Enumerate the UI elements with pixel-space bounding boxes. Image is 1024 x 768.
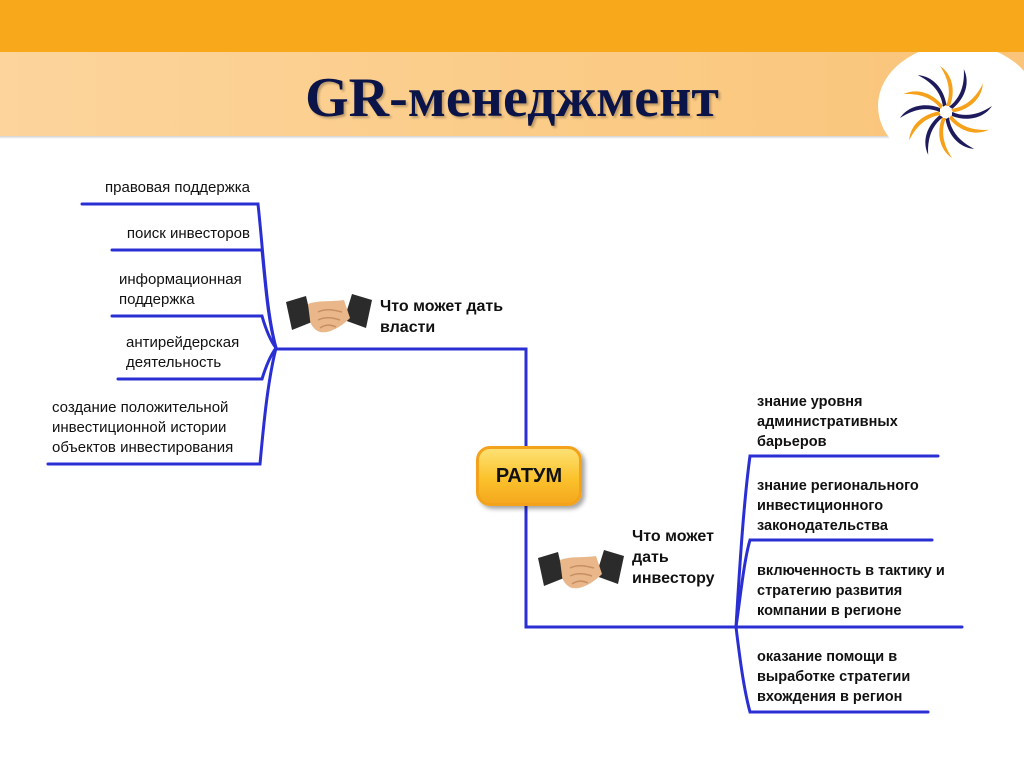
connector-leaf-2 — [110, 248, 278, 350]
leaf-text-line: объектов инвестирования — [52, 439, 234, 456]
branch-label-line: дать — [632, 549, 669, 566]
leaf-text-line: инвестиционного — [757, 498, 884, 514]
leaf-text-line: вхождения в регион — [757, 689, 903, 705]
leaf-text-line: деятельность — [126, 354, 222, 371]
connector-branch-right — [524, 504, 738, 629]
handshake-icon — [286, 294, 372, 333]
sun-spiral-logo-icon — [878, 52, 1024, 166]
connector-branch-left — [274, 347, 528, 448]
branch-label-line: Что может дать — [380, 298, 504, 315]
leaf-text-line: создание положительной — [52, 399, 229, 416]
leaf-text-line: оказание помощи в — [757, 649, 898, 665]
page-title: GR-менеджмент — [305, 67, 719, 129]
leaf-investment-history: создание положительной инвестиционной ис… — [52, 398, 262, 458]
leaf-entry-strategy: оказание помощи в выработке стратегии вх… — [757, 647, 957, 707]
leaf-text-line: информационная — [119, 271, 242, 288]
leaf-text-line: антирейдерская — [126, 334, 240, 351]
leaf-text-line: включенность в тактику и — [757, 563, 945, 579]
connector-leaf-9 — [734, 625, 930, 714]
connector-leaf-3 — [110, 314, 278, 350]
leaf-text-line: барьеров — [757, 434, 827, 450]
leaf-regional-legislation: знание регионального инвестиционного зак… — [757, 476, 957, 536]
branch-label-line: власти — [380, 319, 436, 336]
branch-label-government: Что может дать власти — [380, 296, 540, 338]
leaf-admin-barriers: знание уровня административных барьеров — [757, 392, 957, 452]
leaf-text-line: стратегию развития — [757, 583, 903, 599]
connector-leaf-5 — [46, 346, 278, 466]
leaf-text-line: выработке стратегии — [757, 669, 911, 685]
title-band — [0, 52, 1024, 136]
leaf-anti-raider: антирейдерская деятельность — [126, 333, 276, 373]
leaf-text-line: административных — [757, 414, 898, 430]
leaf-text: поиск инвесторов — [126, 225, 250, 242]
header-top-band — [0, 0, 1024, 52]
leaf-text-line: законодательства — [757, 518, 888, 534]
branch-label-line: инвестору — [632, 570, 715, 587]
leaf-text-line: знание регионального — [757, 478, 919, 494]
leaf-strategy-involvement: включенность в тактику и стратегию разви… — [757, 561, 967, 621]
connector-leaf-7 — [734, 538, 934, 629]
handshake-icon — [538, 550, 624, 589]
branch-label-line: Что может — [632, 528, 714, 545]
connector-leaf-6 — [734, 454, 940, 629]
leaf-investor-search: поиск инвесторов — [60, 224, 250, 244]
leaf-text-line: поддержка — [119, 291, 195, 308]
leaf-text-line: инвестиционной истории — [52, 419, 227, 436]
leaf-legal-support: правовая поддержка — [60, 178, 250, 198]
leaf-text: правовая поддержка — [105, 179, 250, 196]
leaf-text-line: знание уровня — [757, 394, 863, 410]
center-node: РАТУМ — [476, 446, 582, 506]
leaf-info-support: информационная поддержка — [119, 270, 269, 310]
leaf-text-line: компании в регионе — [757, 603, 902, 619]
branch-label-investor: Что может дать инвестору — [632, 526, 742, 589]
title-band-shadow — [0, 136, 1024, 139]
